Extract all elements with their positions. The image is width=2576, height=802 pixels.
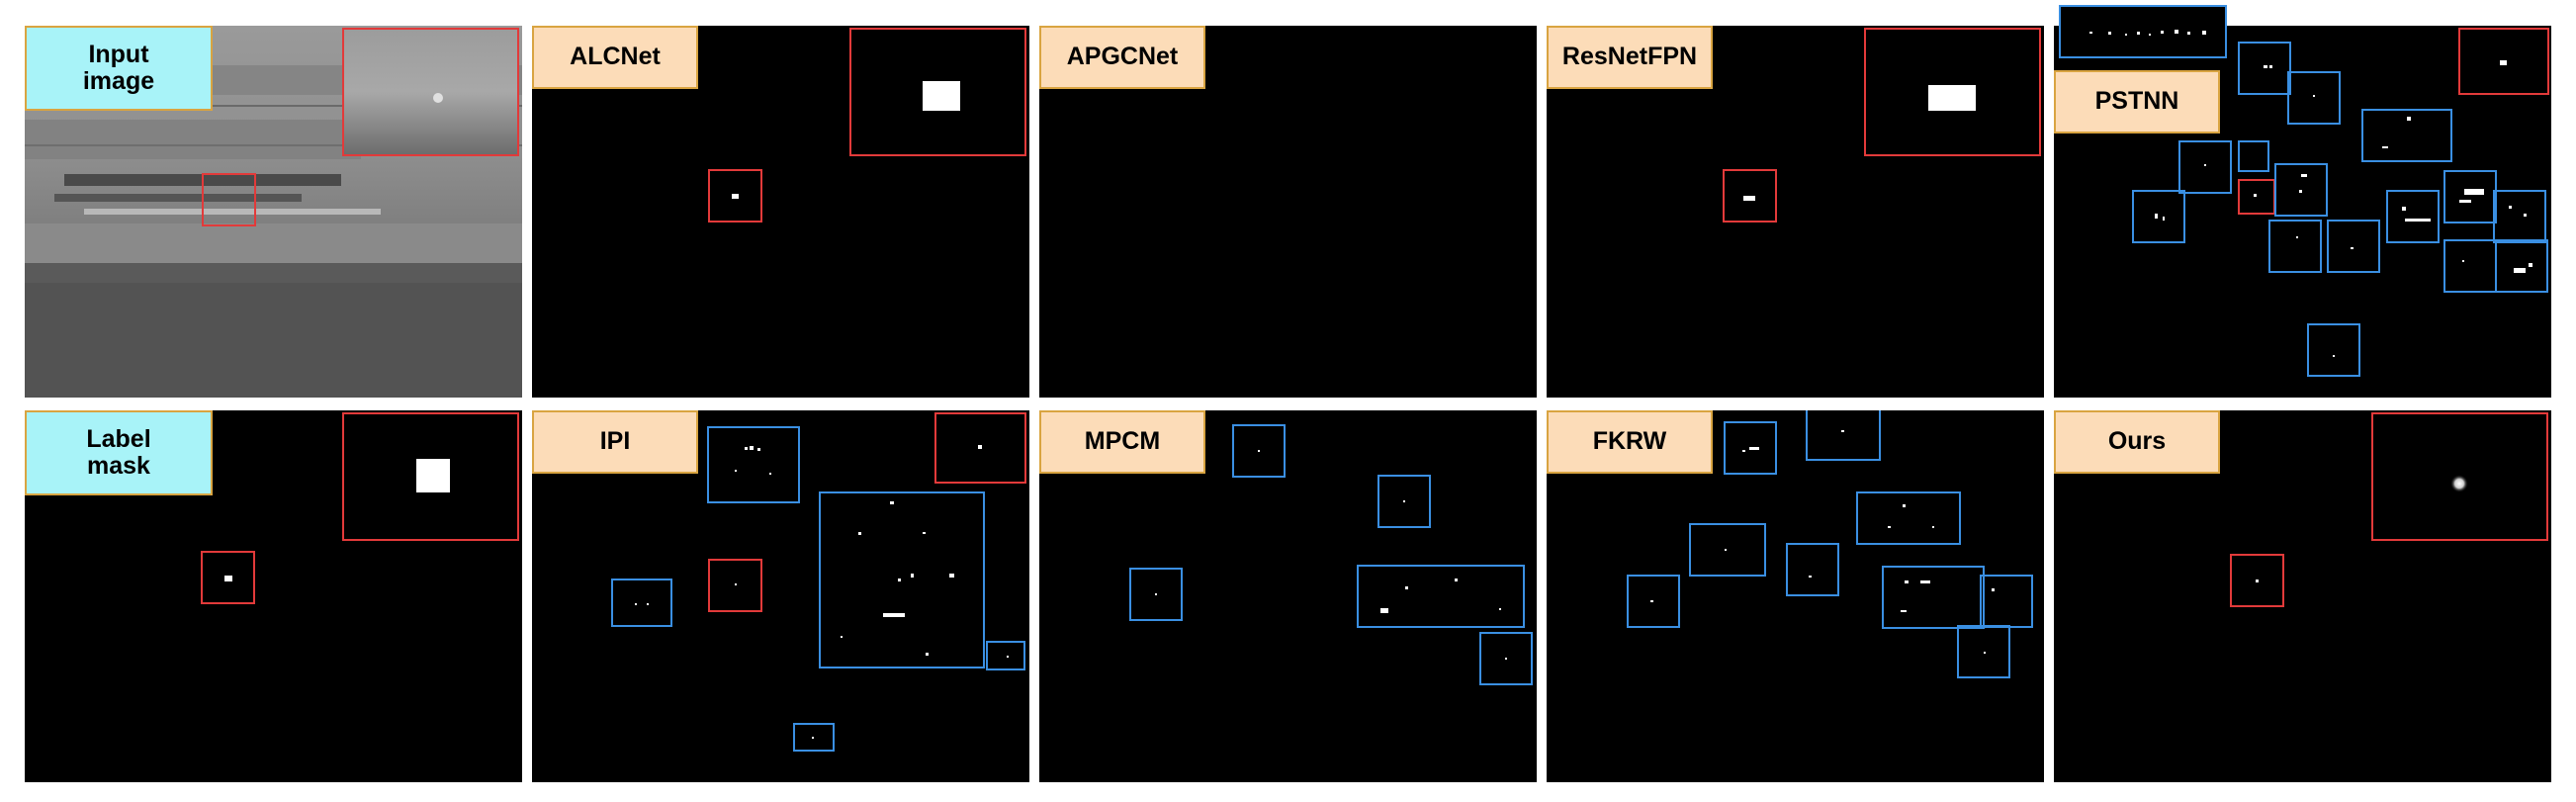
panel-label: APGCNet	[1039, 26, 1205, 89]
panel-label: ResNetFPN	[1547, 26, 1713, 89]
zoom-inset	[342, 412, 519, 541]
panel-resnetfpn: ResNetFPN	[1547, 26, 2044, 398]
panel-alcnet: ALCNet	[532, 26, 1029, 398]
zoom-inset	[2458, 28, 2549, 95]
target-mask	[224, 576, 232, 581]
panel-mpcm: MPCM	[1039, 410, 1537, 782]
false-alarm-boxes	[2132, 42, 2548, 377]
input-image-scene	[25, 26, 522, 398]
detected-target	[1743, 196, 1755, 201]
zoom-inset	[342, 28, 519, 156]
panel-label-mask: Label mask	[25, 410, 522, 782]
false-alarm-pixels	[1650, 430, 1995, 654]
pstnn-false-alarm-box-top	[2059, 5, 2227, 58]
panel-ours: Ours	[2054, 410, 2551, 782]
false-alarm-boxes	[1627, 410, 2033, 678]
panel-label: PSTNN	[2054, 70, 2220, 134]
zoom-inset	[849, 28, 1026, 156]
target-box	[708, 169, 762, 223]
false-alarm-boxes	[1129, 424, 1533, 685]
target-box	[202, 173, 256, 226]
panel-pstnn: PSTNN	[2054, 26, 2551, 398]
false-alarm-pixels	[1155, 450, 1507, 660]
target-zoomed	[923, 81, 960, 111]
panel-ipi: IPI	[532, 410, 1029, 782]
target-box	[1723, 169, 1777, 223]
detected-target	[2256, 579, 2259, 582]
target-zoomed	[1928, 85, 1976, 111]
zoom-inset	[2371, 412, 2548, 541]
target-box	[708, 559, 762, 612]
target-zoomed	[416, 459, 450, 492]
zoom-inset	[1864, 28, 2041, 156]
panel-label: IPI	[532, 410, 698, 474]
panel-label: MPCM	[1039, 410, 1205, 474]
panel-input-image: Input image	[25, 26, 522, 398]
panel-label: ALCNet	[532, 26, 698, 89]
panel-label: Label mask	[25, 410, 213, 495]
detected-target	[732, 194, 739, 199]
false-alarm-boxes	[611, 426, 1025, 752]
target-box	[201, 551, 255, 604]
panel-label: FKRW	[1547, 410, 1713, 474]
target-box	[2230, 554, 2284, 607]
target-zoomed	[2450, 475, 2468, 492]
panel-label: Input image	[25, 26, 213, 111]
false-alarm-pixels	[635, 446, 1009, 739]
false-alarm-pixels	[2155, 65, 2532, 357]
panel-label: Ours	[2054, 410, 2220, 474]
panel-apgcnet: APGCNet	[1039, 26, 1537, 398]
zoom-inset	[934, 412, 1026, 484]
panel-fkrw: FKRW	[1547, 410, 2044, 782]
target-zoomed	[433, 93, 443, 103]
